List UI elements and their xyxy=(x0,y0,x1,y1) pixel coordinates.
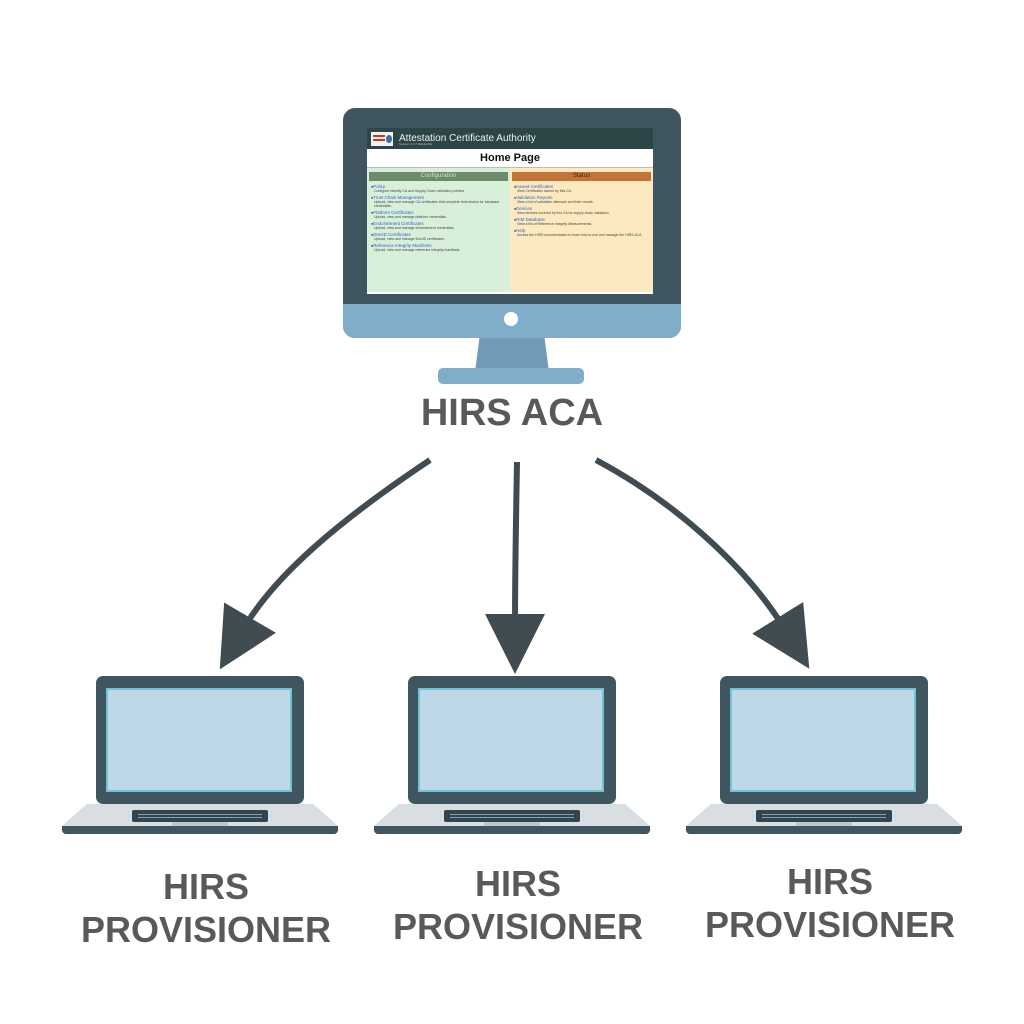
aca-version: Version: 1.0.7 RELEASE xyxy=(399,142,433,146)
status-desc: View a list of validation attempts and t… xyxy=(517,200,594,204)
config-link-policy[interactable]: Policy xyxy=(371,184,506,189)
provisioner-label-line1: HIRS xyxy=(162,866,249,907)
server-label: HIRS ACA xyxy=(420,392,604,434)
provisioner-label-line2: PROVISIONER xyxy=(392,906,644,947)
configuration-heading: Configuration xyxy=(369,172,508,181)
arrow-to-right-provisioner xyxy=(594,457,810,669)
status-desc: View Certificates issued by this CA. xyxy=(517,189,572,193)
arrow-to-left-provisioner xyxy=(219,457,432,670)
status-link-rim-database[interactable]: RIM Database xyxy=(514,217,649,222)
laptop-base xyxy=(686,826,962,834)
monitor-stand-neck xyxy=(475,338,549,372)
config-item: Trust Chain Management Upload, view and … xyxy=(367,195,510,208)
config-desc: Upload, view and manage reference integr… xyxy=(374,248,461,252)
status-item: Validation Reports View a list of valida… xyxy=(510,195,653,204)
status-desc: Access the HIRS documentation to learn h… xyxy=(517,233,643,237)
laptop-icon xyxy=(686,676,988,858)
status-desc: View a list of Reference Integrity Measu… xyxy=(517,222,593,226)
config-desc: Upload, view and manage IDevID certifica… xyxy=(374,237,445,241)
config-link-endorsement-certs[interactable]: Endorsement Certificates xyxy=(371,221,506,226)
config-item: Platform Certificates Upload, view and m… xyxy=(367,210,510,219)
status-column: Status Issued Certificates View Certific… xyxy=(510,168,653,292)
config-link-platform-certs[interactable]: Platform Certificates xyxy=(371,210,506,215)
config-item: Endorsement Certificates Upload, view an… xyxy=(367,221,510,230)
trackpad xyxy=(484,822,540,826)
config-item: IDevID Certificates Upload, view and man… xyxy=(367,232,510,241)
config-desc: Configure Identity CA and Supply Chain v… xyxy=(374,189,466,193)
provisioner-label: HIRS PROVISIONER xyxy=(680,860,980,946)
provisioner-label: HIRS PROVISIONER xyxy=(368,862,668,948)
laptop-lid xyxy=(408,676,616,804)
config-item: Reference Integrity Manifests Upload, vi… xyxy=(367,243,510,252)
laptop-base xyxy=(374,826,650,834)
laptop-lid xyxy=(720,676,928,804)
status-link-issued-certs[interactable]: Issued Certificates xyxy=(514,184,649,189)
laptop-screen xyxy=(730,688,916,792)
monitor-stand-base xyxy=(438,368,584,384)
arrow-to-center-provisioner xyxy=(485,461,546,674)
aca-logo-icon xyxy=(371,131,393,146)
keyboard-icon xyxy=(132,810,268,822)
config-link-idevid-certs[interactable]: IDevID Certificates xyxy=(371,232,506,237)
laptop-icon xyxy=(62,676,364,858)
config-link-trust-chain[interactable]: Trust Chain Management xyxy=(371,195,506,200)
home-columns: Configuration Policy Configure Identity … xyxy=(367,168,653,292)
config-desc: Upload, view and manage CA certificates … xyxy=(374,200,500,208)
config-item: Policy Configure Identity CA and Supply … xyxy=(367,184,510,193)
status-item: Issued Certificates View Certificates is… xyxy=(510,184,653,193)
trackpad xyxy=(796,822,852,826)
laptop-screen xyxy=(106,688,292,792)
keyboard-icon xyxy=(444,810,580,822)
provisioner-label-line2: PROVISIONER xyxy=(704,904,956,945)
status-link-validation-reports[interactable]: Validation Reports xyxy=(514,195,649,200)
status-desc: View devices covered by this CA for supp… xyxy=(517,211,610,215)
config-link-rims[interactable]: Reference Integrity Manifests xyxy=(371,243,506,248)
keyboard-icon xyxy=(756,810,892,822)
page-title: Home Page xyxy=(367,149,653,168)
provisioner-label-line1: HIRS xyxy=(786,861,873,902)
monitor-screen: Attestation Certificate Authority Versio… xyxy=(367,128,653,294)
trackpad xyxy=(172,822,228,826)
config-desc: Upload, view and manage endorsement cred… xyxy=(374,226,455,230)
aca-app-header: Attestation Certificate Authority Versio… xyxy=(367,128,653,149)
aca-monitor: Attestation Certificate Authority Versio… xyxy=(343,108,681,338)
status-link-help[interactable]: Help xyxy=(514,228,649,233)
status-heading: Status xyxy=(512,172,651,181)
laptop-lid xyxy=(96,676,304,804)
power-indicator-icon xyxy=(504,312,518,326)
configuration-column: Configuration Policy Configure Identity … xyxy=(367,168,510,292)
status-link-devices[interactable]: Devices xyxy=(514,206,649,211)
provisioner-label-line1: HIRS xyxy=(474,863,561,904)
provisioner-label-line2: PROVISIONER xyxy=(80,909,332,950)
laptop-base xyxy=(62,826,338,834)
config-desc: Upload, view and manage platform credent… xyxy=(374,215,447,219)
status-item: Devices View devices covered by this CA … xyxy=(510,206,653,215)
aca-app-title: Attestation Certificate Authority xyxy=(399,133,536,144)
laptop-icon xyxy=(374,676,676,858)
laptop-screen xyxy=(418,688,604,792)
provisioner-label: HIRS PROVISIONER xyxy=(56,865,356,951)
status-item: RIM Database View a list of Reference In… xyxy=(510,217,653,226)
status-item: Help Access the HIRS documentation to le… xyxy=(510,228,653,237)
